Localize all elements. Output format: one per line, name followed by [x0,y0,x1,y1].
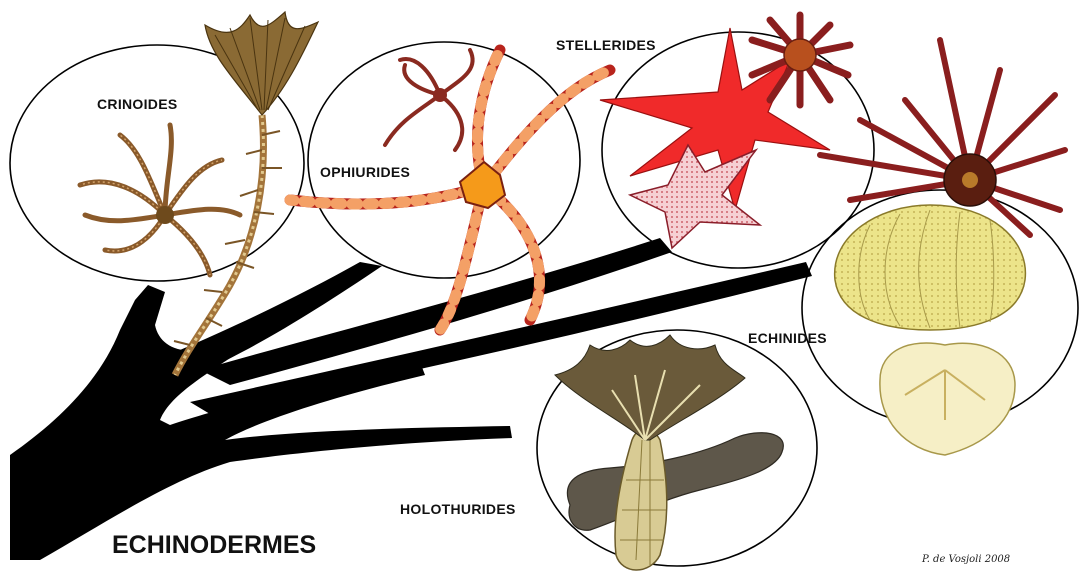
label-ophiurides: OPHIURIDES [320,164,410,180]
label-echinides: ECHINIDES [748,330,827,346]
crinoid-crown [205,12,318,115]
label-crinoides: CRINOIDES [97,96,178,112]
diagram-title: ECHINODERMES [112,531,316,560]
tan-sea-cucumber [615,429,667,570]
label-holothurides: HOLOTHURIDES [400,501,516,517]
urchin-test [835,205,1026,330]
artist-signature: P. de Vosjoli 2008 [922,554,1010,565]
sea-urchin-illustration [820,40,1065,455]
holothurian-illustration [555,335,783,570]
circle-ophiurides [308,42,580,278]
feather-star [80,125,240,275]
heart-urchin [880,343,1015,455]
dark-sea-cucumber [567,433,783,530]
label-stellerides: STELLERIDES [556,37,656,53]
